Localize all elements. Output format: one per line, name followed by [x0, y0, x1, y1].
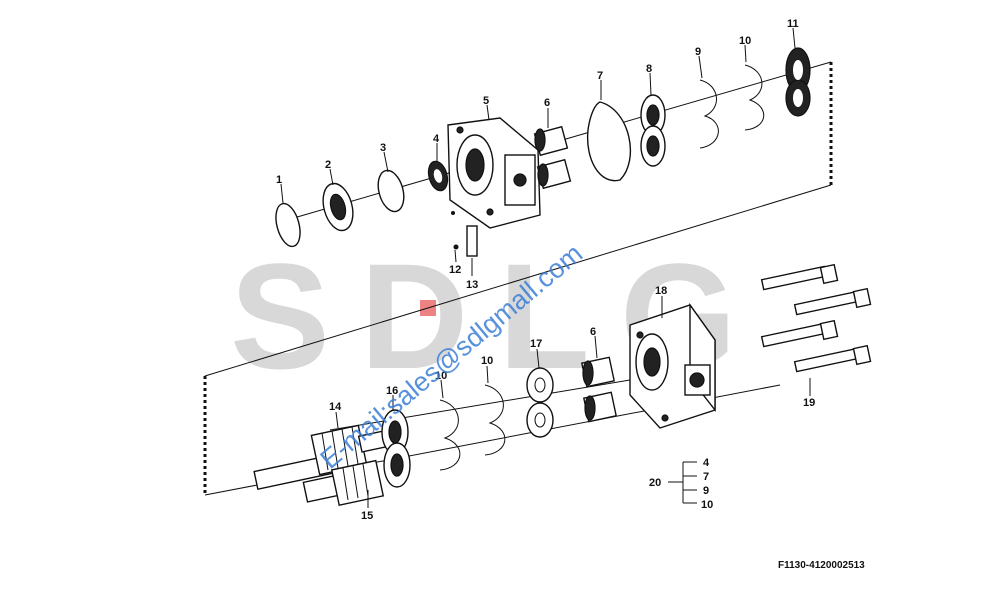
callout-9: 9 — [695, 46, 701, 58]
callout-6-lower: 6 — [590, 326, 596, 338]
driven-shaft-part-15 — [302, 459, 385, 507]
kit-item-2: 7 — [703, 471, 709, 483]
callout-18: 18 — [655, 285, 667, 297]
upper-parts — [275, 47, 811, 257]
kit-item-4: 10 — [701, 499, 713, 511]
ring-part-3 — [377, 169, 405, 213]
leader-lines — [280, 27, 811, 508]
seal-part-10-upper — [744, 64, 765, 131]
seal-part-9 — [699, 79, 719, 149]
callout-12: 12 — [449, 264, 461, 276]
lower-axis-2 — [329, 379, 631, 431]
callout-7: 7 — [597, 70, 603, 82]
seal-part-10-lower-b — [484, 384, 506, 456]
front-cover-part-5 — [447, 117, 541, 229]
pin-part-12 — [453, 244, 459, 250]
kit-bracket — [668, 461, 697, 504]
seal-part-10-lower-a — [439, 399, 461, 471]
lower-parts — [253, 263, 872, 507]
callout-4: 4 — [433, 133, 440, 145]
housing-part-18 — [629, 302, 716, 429]
plate-part-13 — [466, 225, 478, 257]
callout-15: 15 — [361, 510, 373, 522]
drive-shaft-part-14 — [253, 424, 393, 490]
bushing-part-6-upper — [533, 125, 572, 190]
kit-number: 20 — [649, 477, 661, 489]
bolt-part-19 — [760, 263, 872, 373]
frame-lines — [203, 62, 833, 495]
callout-labels: 1 2 3 4 5 6 7 8 9 10 11 12 13 14 15 16 1… — [276, 18, 815, 522]
callout-14: 14 — [329, 401, 342, 413]
callout-17: 17 — [530, 338, 542, 350]
snap-ring-part-1 — [275, 202, 301, 248]
callout-5: 5 — [483, 95, 489, 107]
callout-8: 8 — [646, 63, 652, 75]
callout-1: 1 — [276, 174, 282, 186]
seal-part-4 — [427, 160, 449, 192]
gasket-part-7 — [586, 101, 632, 182]
callout-6: 6 — [544, 97, 550, 109]
frame-connector — [204, 184, 832, 377]
callout-10: 10 — [739, 35, 751, 47]
callout-10-lower-a: 10 — [435, 370, 447, 382]
drawing-code: F1130-4120002513 — [778, 560, 865, 571]
bearing-part-2 — [322, 182, 354, 232]
callout-13: 13 — [466, 279, 478, 291]
callout-19: 19 — [803, 397, 815, 409]
pin-dot — [451, 211, 455, 215]
thrust-plate-part-8 — [640, 94, 666, 167]
seal-part-11 — [785, 47, 811, 117]
kit-item-3: 9 — [703, 485, 709, 497]
callout-16: 16 — [386, 385, 398, 397]
gasket-part-17 — [526, 367, 554, 438]
bushing-part-6-lower — [580, 356, 618, 423]
thrust-plate-part-16 — [381, 409, 411, 488]
kit-item-1: 4 — [703, 457, 710, 469]
callout-11: 11 — [787, 18, 799, 30]
callout-10-lower-b: 10 — [481, 355, 493, 367]
callout-3: 3 — [380, 142, 386, 154]
callout-2: 2 — [325, 159, 331, 171]
